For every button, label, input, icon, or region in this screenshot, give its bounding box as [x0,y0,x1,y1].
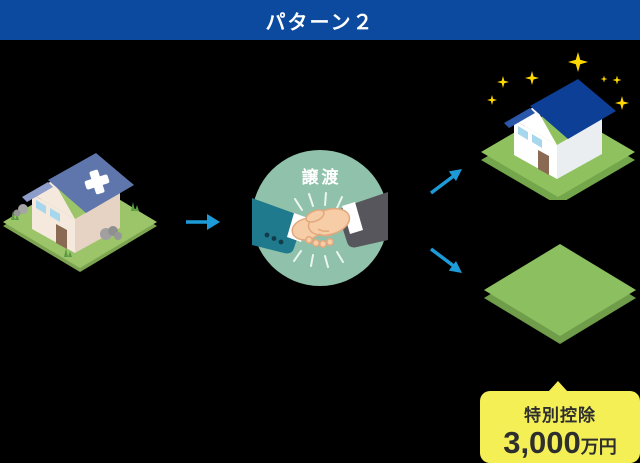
callout-pointer [548,381,568,392]
arrow-right-icon [184,212,220,232]
roof [504,79,616,139]
deduction-amount: 3,000 [503,425,581,460]
deduction-callout: 特別控除 3,000万円 [480,381,640,463]
transfer-label: 譲渡 [301,168,342,187]
door [538,150,549,175]
pattern-title: パターン２ [265,11,375,34]
handshake-icon [252,150,388,286]
arrow-down-right-icon [428,246,464,276]
new-house-illustration [470,50,640,205]
deduction-unit: 万円 [580,437,617,457]
emphasis-rays [293,192,344,268]
pattern-header: パターン２ [0,0,640,40]
deduction-amount-line: 3,000万円 [480,427,640,458]
sleeve-buttons [264,232,284,245]
window [518,126,528,140]
left-sleeve [252,198,303,254]
window [50,208,60,222]
old-house-icon [3,153,157,272]
grass-tufts [11,202,139,257]
plaster-cross-icon [84,169,110,195]
sparkles-icon [487,52,629,110]
transfer-circle-illustration: 譲渡 [252,150,388,286]
rock [18,204,28,214]
right-cuff [342,202,363,234]
deduction-title: 特別控除 [524,406,596,425]
rock [114,232,122,240]
door [56,224,67,249]
arrow-up-right-icon [428,166,464,196]
rock [13,209,21,217]
house-body [504,79,616,179]
old-house-illustration [0,140,170,290]
vacant-land-icon [484,244,636,344]
vacant-land-illustration [470,240,640,350]
new-house-icon [481,52,635,205]
clasped-hands [291,207,351,248]
window [36,200,46,214]
window [532,134,542,148]
